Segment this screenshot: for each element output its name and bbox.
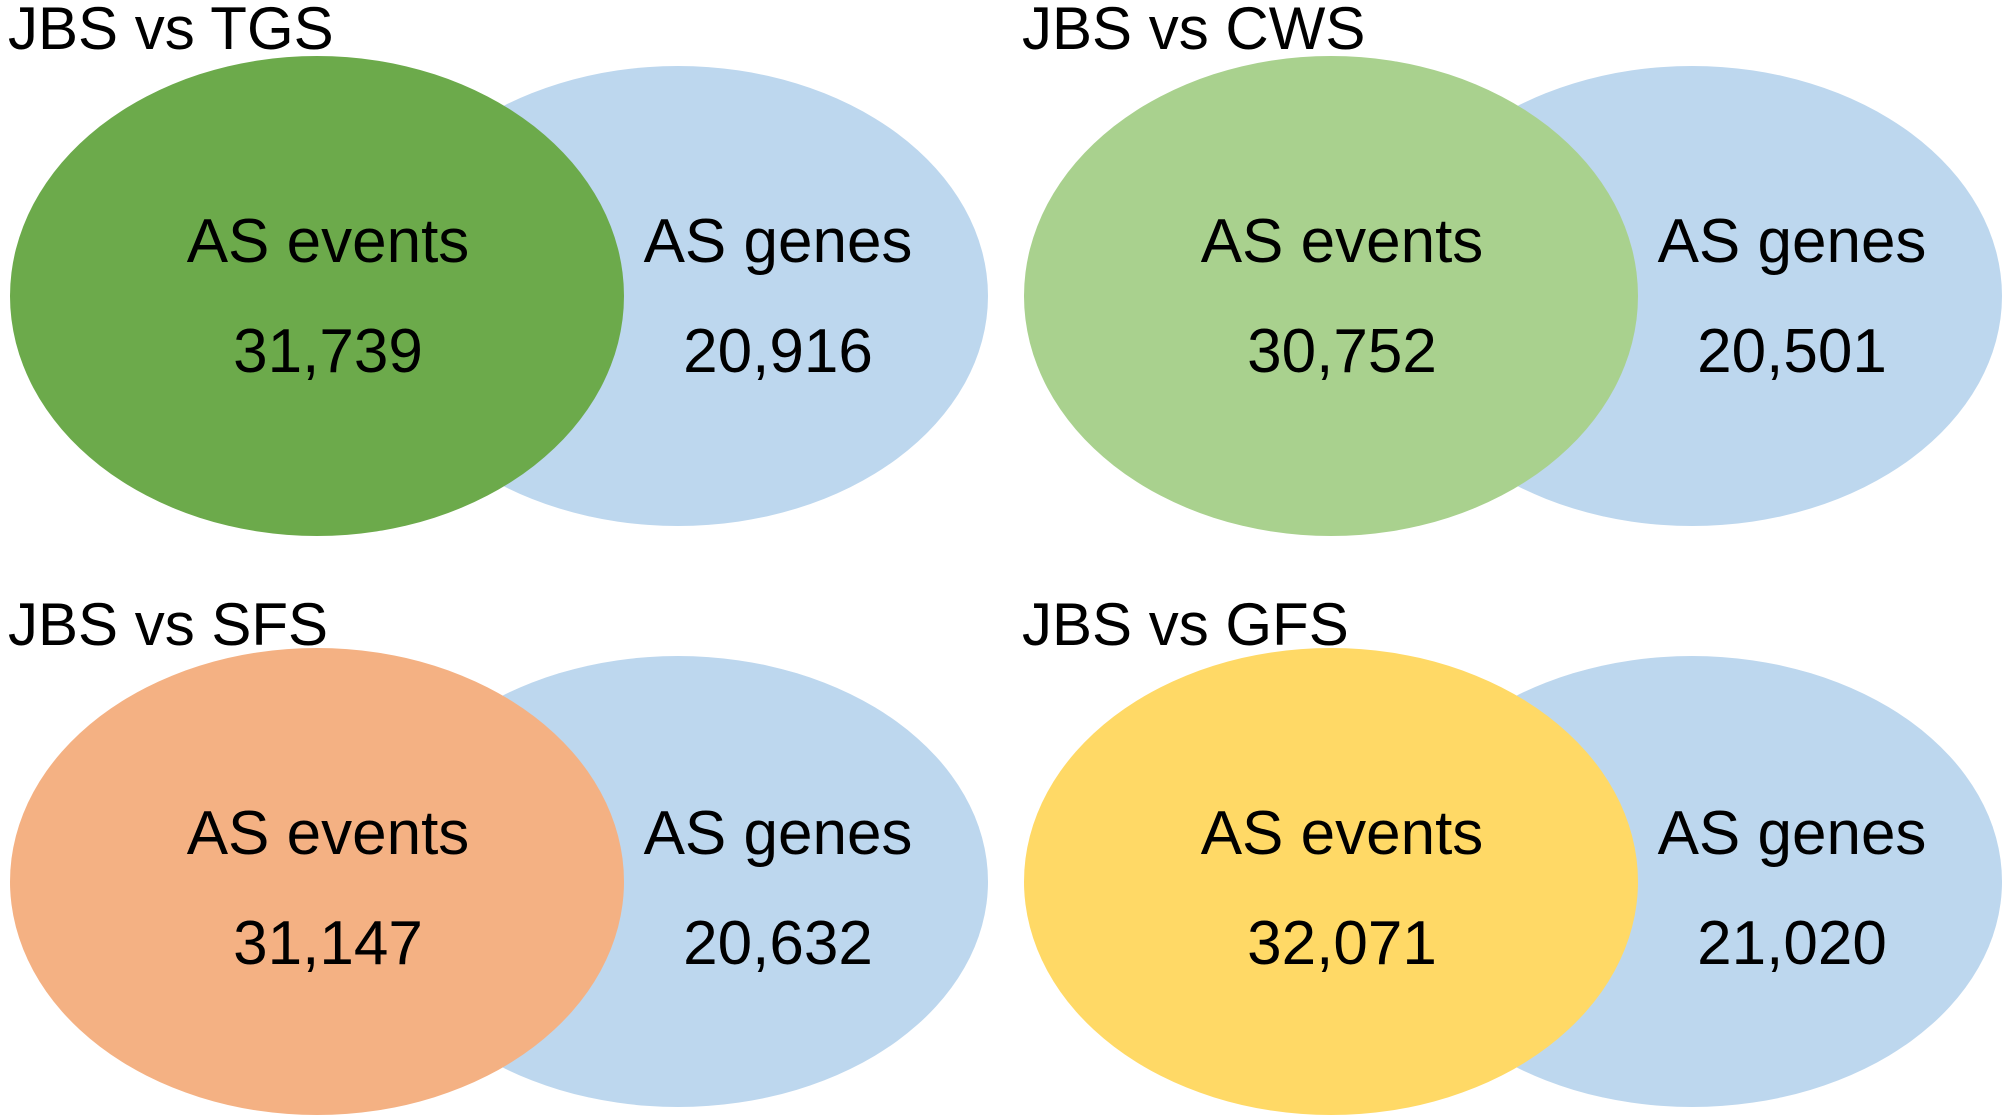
venn-panel-jbs-vs-cws: JBS vs CWS AS events 30,752 AS genes 20,… xyxy=(1022,0,2008,560)
as-events-count: 31,147 xyxy=(233,909,423,978)
venn-panel-jbs-vs-gfs: JBS vs GFS AS events 32,071 AS genes 21,… xyxy=(1022,560,2008,1119)
as-genes-label: AS genes xyxy=(643,799,913,868)
venn-panel-jbs-vs-sfs: JBS vs SFS AS events 31,147 AS genes 20,… xyxy=(8,560,1008,1119)
as-events-count: 30,752 xyxy=(1247,317,1437,386)
panel-title: JBS vs CWS xyxy=(1022,0,1366,62)
as-events-ellipse xyxy=(10,56,624,536)
as-events-ellipse xyxy=(1024,56,1638,536)
as-events-label: AS events xyxy=(186,207,470,276)
as-events-label: AS events xyxy=(186,799,470,868)
as-genes-count: 20,501 xyxy=(1697,317,1887,386)
as-genes-label: AS genes xyxy=(1657,207,1927,276)
as-events-label: AS events xyxy=(1200,207,1484,276)
as-events-label: AS events xyxy=(1200,799,1484,868)
panel-title: JBS vs SFS xyxy=(8,591,329,658)
as-genes-count: 20,632 xyxy=(683,909,873,978)
as-genes-count: 20,916 xyxy=(683,317,873,386)
as-events-count: 31,739 xyxy=(233,317,423,386)
panel-title: JBS vs GFS xyxy=(1022,591,1349,658)
panel-title: JBS vs TGS xyxy=(8,0,334,62)
venn-panel-jbs-vs-tgs: JBS vs TGS AS events 31,739 AS genes 20,… xyxy=(8,0,1008,560)
as-events-ellipse xyxy=(10,648,624,1115)
as-genes-label: AS genes xyxy=(643,207,913,276)
as-events-ellipse xyxy=(1024,648,1638,1115)
as-genes-label: AS genes xyxy=(1657,799,1927,868)
as-events-count: 32,071 xyxy=(1247,909,1437,978)
as-genes-count: 21,020 xyxy=(1697,909,1887,978)
